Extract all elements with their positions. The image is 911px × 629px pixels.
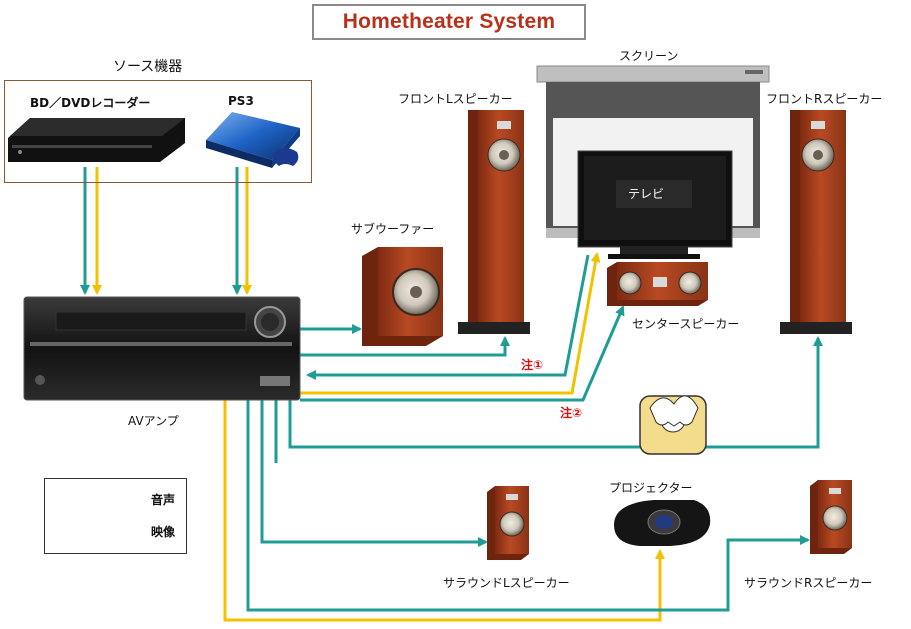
diagram-title: Hometheater System [342,10,556,33]
center-label: センタースピーカー [632,317,740,331]
ps3-console [206,112,300,168]
screen-label: スクリーン [619,49,679,63]
audio-wires [80,167,823,612]
source-device-group [4,80,312,183]
center-speaker [607,262,708,306]
projector-device [614,500,711,546]
note-2: 注② [560,406,583,420]
legend-item-video: 映像 [55,522,185,542]
listener-seat [639,395,707,455]
front-l-speaker [458,110,530,334]
front-r-label: フロントRスピーカー [766,92,883,106]
source-group-label: ソース機器 [113,59,183,75]
tv-device [577,150,733,259]
av-amp-device [23,296,301,401]
surround-l-label: サラウンドLスピーカー [443,576,570,590]
legend: 音声 映像 [44,478,187,554]
surround-r-speaker [810,480,852,554]
note-1: 注① [521,358,544,372]
subwoofer-label: サブウーファー [351,222,435,236]
bd-recorder-label: BD／DVDレコーダー [30,96,151,110]
subwoofer-device [362,247,443,346]
projector-label: プロジェクター [609,481,693,495]
front-r-speaker [780,110,852,334]
legend-audio-label: 音声 [151,493,176,507]
ps3-label: PS3 [228,94,254,108]
surround-r-label: サラウンドRスピーカー [744,576,873,590]
surround-l-speaker [487,486,529,560]
title-box: Hometheater System [312,4,586,40]
tv-label: テレビ [628,187,665,201]
bd-recorder-device [8,118,185,162]
av-amp-label: AVアンプ [128,414,179,428]
video-wires [92,167,665,622]
front-l-label: フロントLスピーカー [398,92,513,106]
legend-video-label: 映像 [151,525,176,539]
legend-item-audio: 音声 [55,490,185,510]
